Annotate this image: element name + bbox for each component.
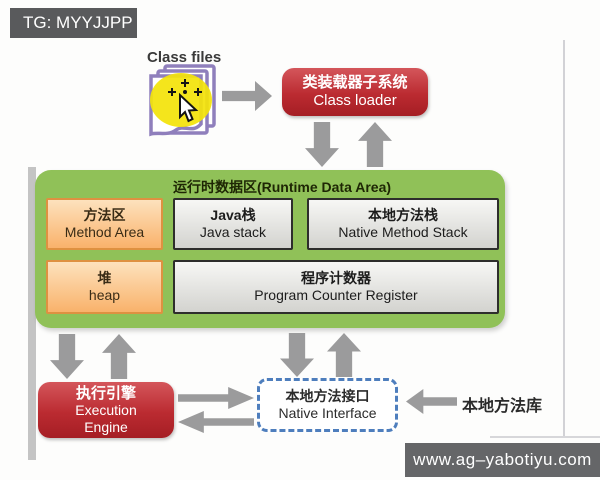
class-files-icon xyxy=(148,64,220,142)
program-counter-label-zh: 程序计数器 xyxy=(301,270,371,286)
slide-left-edge xyxy=(28,167,36,460)
native-interface-label-zh: 本地方法接口 xyxy=(285,388,370,404)
heap-label-en: heap xyxy=(88,287,121,303)
class-files-label: Class files xyxy=(147,49,222,66)
arrow-engine-to-runtime xyxy=(102,334,136,379)
heap-node: 堆 heap xyxy=(46,260,163,314)
class-loader-label-zh: 类装载器子系统 xyxy=(302,74,408,91)
slide-right-edge xyxy=(563,40,565,438)
program-counter-node: 程序计数器 Program Counter Register xyxy=(173,260,499,314)
class-loader-label-en: Class loader xyxy=(313,92,397,109)
move-marks-icon xyxy=(168,79,202,96)
watermark-top-bar: TG: MYYJJPP xyxy=(10,8,137,38)
execution-engine-label-en2: Engine xyxy=(84,418,128,435)
cursor-icon xyxy=(179,92,199,123)
arrow-classfiles-to-loader xyxy=(222,81,272,111)
slide-bottom-edge xyxy=(490,436,600,438)
java-stack-node: Java栈 Java stack xyxy=(173,198,293,250)
stacked-pages-icon xyxy=(149,64,216,137)
native-library-label: 本地方法库 xyxy=(462,398,543,415)
arrow-runtime-to-native-interface xyxy=(280,333,314,377)
native-interface-label-en: Native Interface xyxy=(278,405,377,421)
method-area-label-zh: 方法区 xyxy=(83,207,126,223)
execution-engine-label-en1: Execution xyxy=(75,401,137,418)
native-method-stack-node: 本地方法栈 Native Method Stack xyxy=(307,198,499,250)
arrow-engine-to-native-interface xyxy=(178,387,254,409)
native-interface-node: 本地方法接口 Native Interface xyxy=(257,378,398,432)
arrow-runtime-to-engine xyxy=(50,334,84,379)
program-counter-label-en: Program Counter Register xyxy=(254,287,418,303)
arrow-native-library-to-interface xyxy=(406,389,457,414)
arrow-native-interface-to-engine xyxy=(178,411,254,433)
runtime-data-area: 运行时数据区(Runtime Data Area) 方法区 Method Are… xyxy=(35,170,505,328)
arrow-native-interface-to-runtime xyxy=(327,333,361,377)
native-method-stack-label-en: Native Method Stack xyxy=(338,224,468,240)
java-stack-label-zh: Java栈 xyxy=(210,207,256,223)
java-stack-label-en: Java stack xyxy=(199,224,267,240)
class-loader-node: 类装载器子系统 Class loader xyxy=(282,68,428,116)
method-area-node: 方法区 Method Area xyxy=(46,198,163,250)
runtime-data-area-title: 运行时数据区(Runtime Data Area) xyxy=(172,179,392,195)
arrow-loader-to-runtime xyxy=(305,122,339,167)
execution-engine-node: 执行引擎 Execution Engine xyxy=(38,382,174,438)
watermark-url-bar: www.ag–yabotiyu.com xyxy=(405,443,600,477)
execution-engine-label-zh: 执行引擎 xyxy=(75,384,136,402)
native-method-stack-label-zh: 本地方法栈 xyxy=(368,207,438,223)
arrow-runtime-to-loader xyxy=(358,122,392,167)
heap-label-zh: 堆 xyxy=(97,270,112,286)
method-area-label-en: Method Area xyxy=(64,224,145,240)
